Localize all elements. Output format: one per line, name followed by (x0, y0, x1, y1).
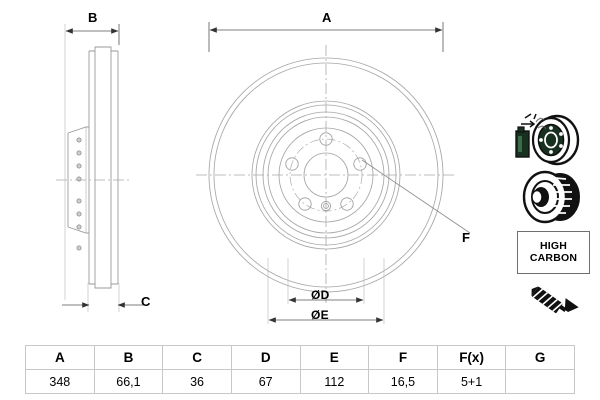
table-header-D: D (230, 345, 301, 370)
bolt-hole-4 (298, 197, 312, 211)
table-header-F: F (368, 345, 438, 370)
dimension-label-C: C (141, 294, 151, 309)
bolt-hole-3 (340, 197, 354, 211)
table-value-C: 36 (162, 369, 232, 394)
dimension-label-A: A (322, 10, 332, 25)
table-value-F: 16,5 (368, 369, 438, 394)
table-header-G: G (505, 345, 575, 370)
dimension-B (64, 24, 120, 300)
table-value-G (505, 369, 575, 394)
table-header-Fx: F(x) (436, 345, 507, 370)
leader-line-F (361, 159, 471, 234)
table-header-A: A (25, 345, 95, 370)
table-value-E: 112 (299, 369, 370, 394)
screw-icon (531, 286, 579, 314)
dimension-label-OD: ØD (311, 288, 330, 302)
dimension-OE (267, 258, 385, 324)
bolt-hole-2 (353, 157, 367, 171)
table-value-B: 66,1 (93, 369, 164, 394)
coated-disc-icon (515, 113, 580, 166)
side-view-flange-holes (76, 137, 82, 251)
table-value-row: 348 66,1 36 67 112 16,5 5+1 (25, 369, 575, 394)
high-carbon-badge: HIGH CARBON (517, 231, 590, 274)
specification-table: A B C D E F F(x) G 348 66,1 36 67 112 16… (25, 345, 575, 394)
table-value-A: 348 (25, 369, 95, 394)
dimension-label-OE: ØE (311, 308, 329, 322)
table-header-E: E (299, 345, 370, 370)
dimension-OD (287, 258, 365, 304)
high-carbon-line-2: CARBON (529, 251, 578, 264)
bolt-hole-5 (285, 157, 299, 171)
dimension-label-B: B (88, 10, 98, 25)
table-value-Fx: 5+1 (436, 369, 507, 394)
table-header-C: C (162, 345, 232, 370)
dimension-label-F: F (462, 230, 471, 245)
dimension-A (208, 22, 444, 52)
table-header-B: B (93, 345, 164, 370)
high-carbon-line-1: HIGH (539, 240, 568, 253)
table-value-D: 67 (230, 369, 301, 394)
vented-disc-icon (522, 170, 580, 224)
side-section-view (67, 46, 119, 289)
dimension-C (62, 283, 146, 312)
front-view-centerlines (196, 45, 456, 305)
table-header-row: A B C D E F F(x) G (25, 345, 575, 370)
